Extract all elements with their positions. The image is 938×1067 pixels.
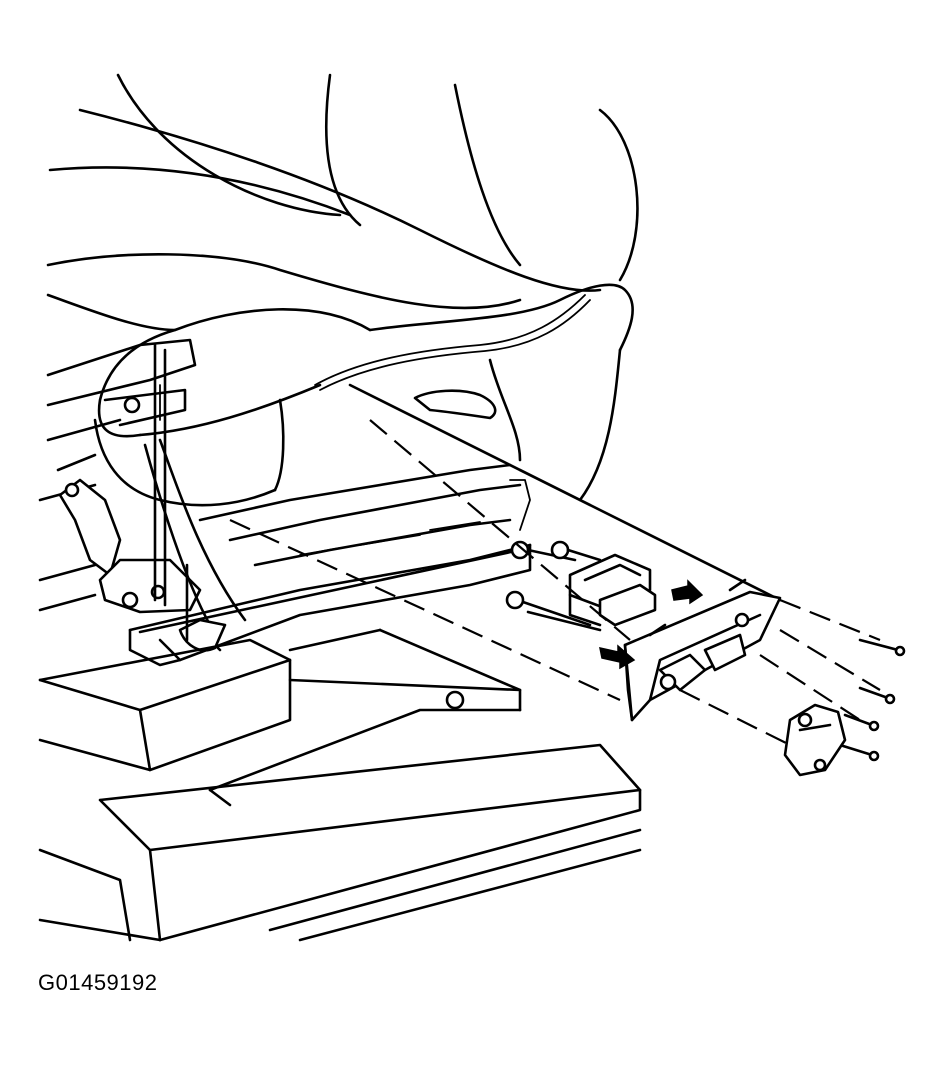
seat-module-bracket xyxy=(348,383,782,722)
seat-track xyxy=(38,338,532,667)
figure-id-label: G01459192 xyxy=(38,970,158,995)
connector-plug xyxy=(783,703,847,777)
floor-pan xyxy=(38,628,642,942)
direction-arrows xyxy=(599,579,704,670)
screws xyxy=(838,638,906,762)
seat-back xyxy=(46,73,639,310)
assembly-leader-lines xyxy=(229,419,881,751)
seat-cushion xyxy=(46,283,634,507)
module-fasteners xyxy=(505,540,602,632)
seat-module-unit xyxy=(568,553,657,627)
